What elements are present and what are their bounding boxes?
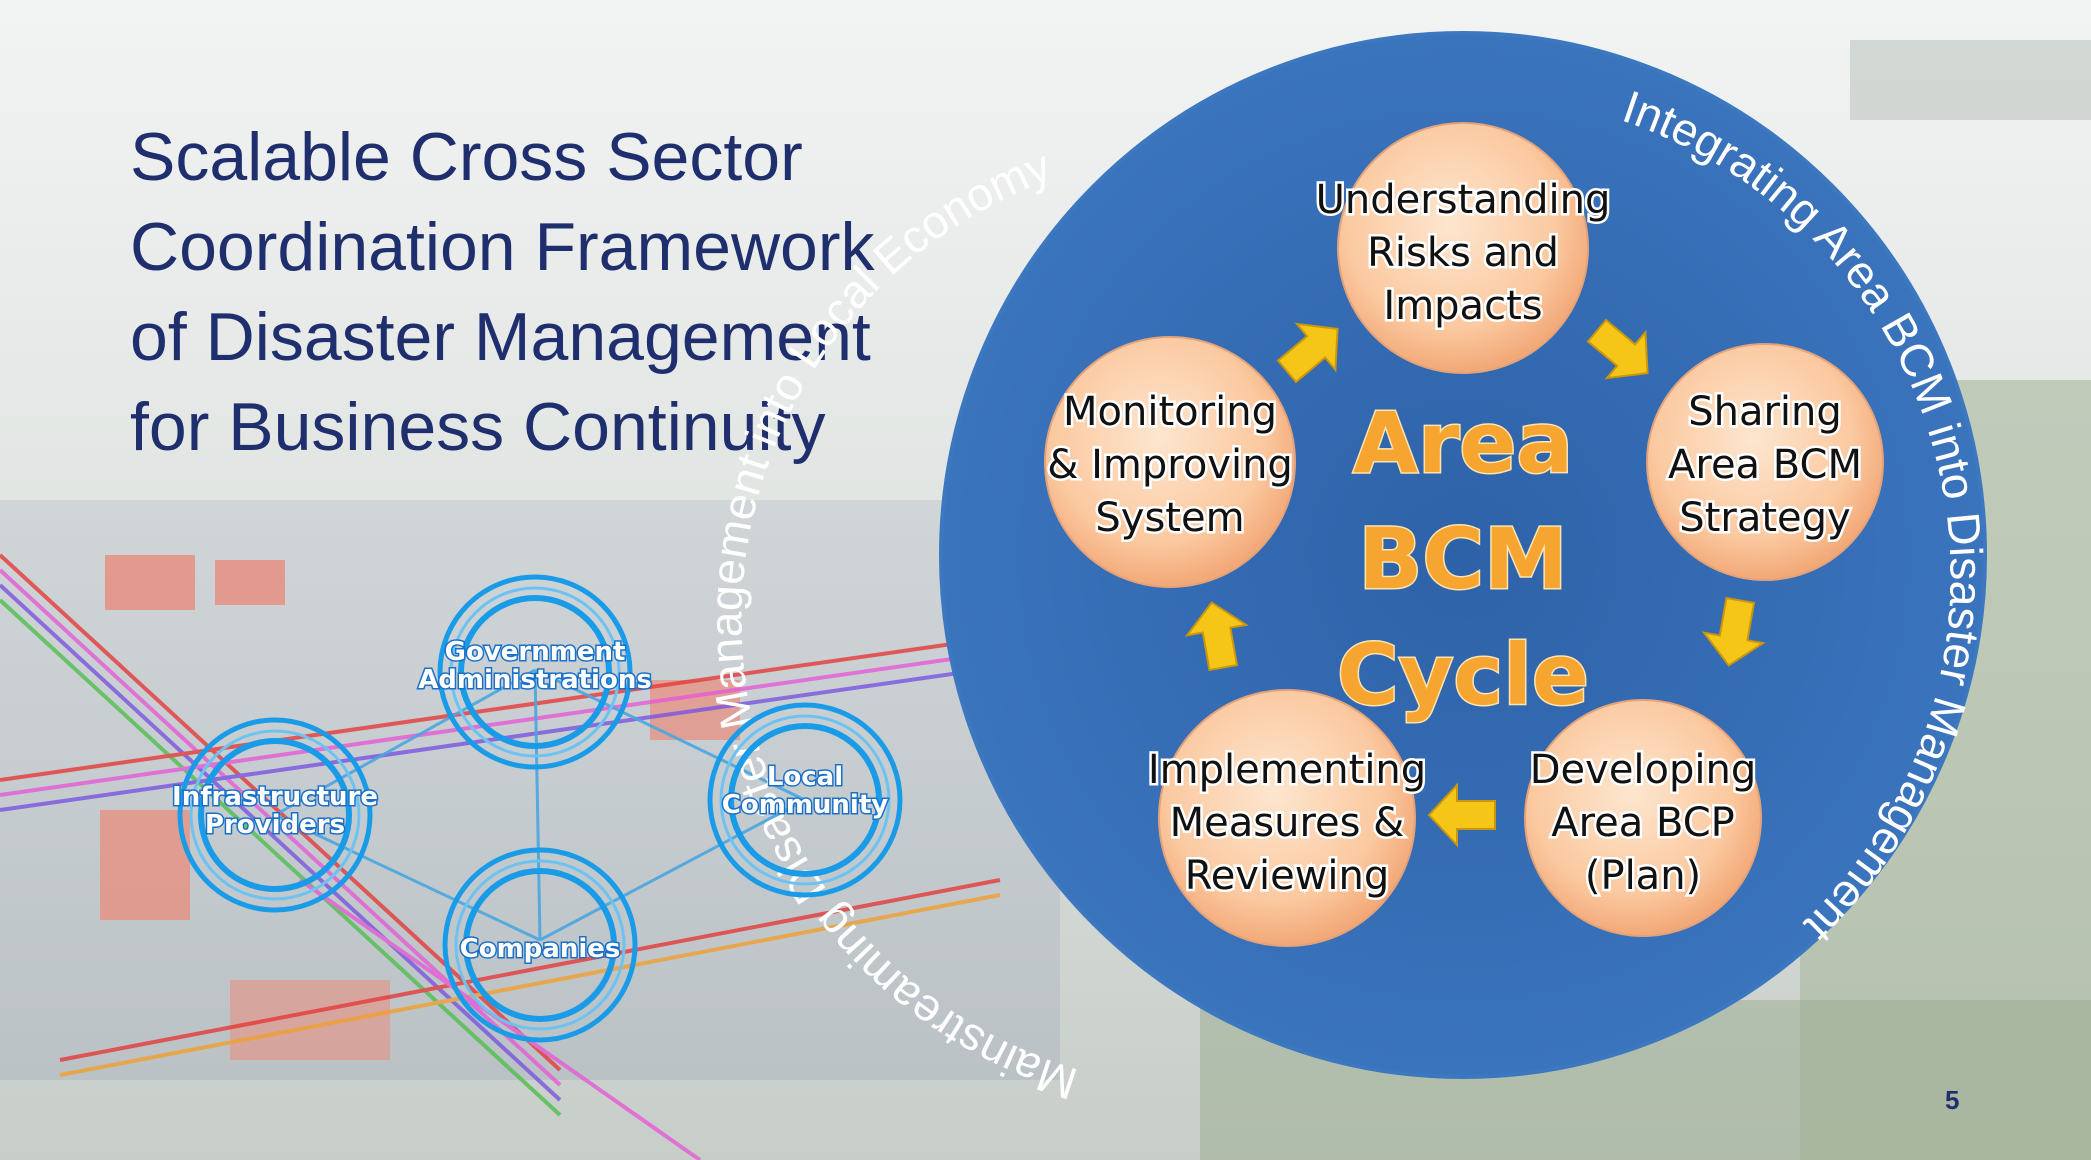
node-monitoring-line3: System [1095,495,1244,541]
cycle-arrow-icon [1276,322,1339,384]
stakeholder-infrastructure [177,717,373,913]
stakeholder-government-line1: Government [445,637,626,667]
node-developing-line3: (Plan) [1585,853,1701,899]
stakeholder-infrastructure-line2: Providers [205,810,345,840]
stakeholder-infrastructure-line1: Infrastructure [172,782,378,812]
node-understanding-line3: Impacts [1383,283,1542,329]
center-text-area: Area [1353,394,1573,492]
title-line: Coordination Framework [130,209,875,285]
stakeholder-community [707,702,903,898]
node-monitoring-line1: Monitoring [1063,389,1277,435]
node-sharing-line3: Strategy [1679,495,1850,541]
stakeholder-government [437,574,633,770]
node-developing-line1: Developing [1530,747,1757,793]
cycle-arrow-icon [1586,318,1649,380]
title-line: of Disaster Management [130,299,871,375]
center-text-cycle: Cycle [1337,626,1589,724]
node-implementing: Implementing Measures & Reviewing [1145,689,1429,947]
node-understanding-line1: Understanding [1316,177,1611,223]
node-understanding: Understanding Risks and Impacts [1313,122,1613,374]
page-number: 5 [1945,1085,1960,1115]
node-implementing-line1: Implementing [1148,747,1426,793]
node-implementing-line3: Reviewing [1185,853,1390,899]
node-sharing-line2: Area BCM [1668,442,1862,488]
node-sharing: Sharing Area BCM Strategy [1646,343,1884,581]
stakeholder-community-line1: Local [767,762,843,792]
title-line: Scalable Cross Sector [130,119,803,195]
node-developing-line2: Area BCP [1551,800,1735,846]
node-monitoring: Monitoring & Improving System [1044,336,1296,588]
cycle-arrow-icon [1427,782,1496,848]
cycle-arrow-icon [1701,596,1766,667]
node-monitoring-line2: & Improving [1047,442,1293,488]
stakeholder-community-line2: Community [722,790,888,820]
node-implementing-line2: Measures & [1170,800,1405,846]
slide-title: Scalable Cross Sector Coordination Frame… [130,112,1010,472]
node-sharing-line1: Sharing [1688,389,1842,435]
ring-text-left-lead: Mainstreaming [803,896,1083,1111]
stakeholder-companies [442,847,638,1043]
node-developing: Developing Area BCP (Plan) [1524,699,1762,937]
stakeholder-government-line2: Administrations [418,665,652,695]
cycle-arrow-icon [1184,601,1249,672]
stakeholder-companies-label: Companies [460,934,621,964]
node-understanding-line2: Risks and [1367,230,1559,276]
center-text-bcm: BCM [1358,510,1567,608]
title-line: for Business Continuity [130,389,826,465]
